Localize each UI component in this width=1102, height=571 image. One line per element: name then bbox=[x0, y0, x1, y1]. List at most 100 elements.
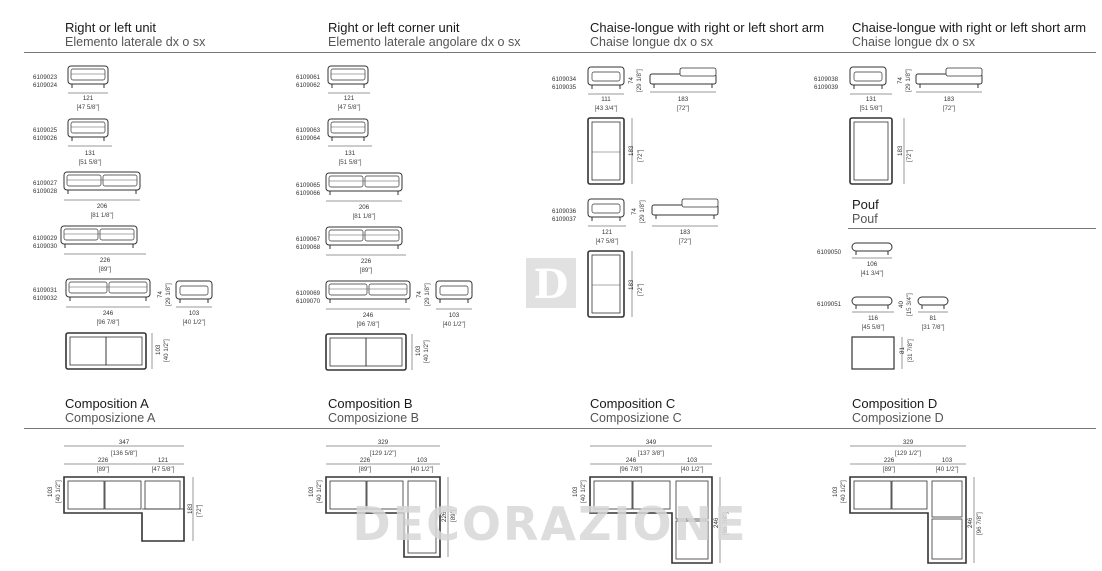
dimension-inch: [72"] bbox=[943, 105, 956, 112]
pouf-side-view bbox=[851, 296, 893, 310]
dimension-label: 103 bbox=[832, 486, 839, 497]
dimension-label: 183 bbox=[678, 96, 689, 103]
dimension-label: 183 bbox=[628, 279, 635, 290]
code: 6109069 bbox=[296, 290, 321, 297]
dimension-label: 246 bbox=[713, 517, 720, 528]
code: 6109068 bbox=[296, 244, 321, 251]
dimension-inch: [137 3/8"] bbox=[638, 450, 665, 457]
section-title: Chaise-longue with right or left short a… bbox=[852, 20, 1087, 35]
dimension-inch: [41 3/4"] bbox=[861, 270, 884, 277]
code: 6109070 bbox=[296, 298, 321, 305]
dimension-label: 183 bbox=[628, 145, 635, 156]
dimension-label: 121 bbox=[602, 229, 613, 236]
section-subtitle: Chaise longue dx o sx bbox=[852, 35, 975, 49]
dimension-label: 74 bbox=[631, 208, 638, 215]
dimension-label: 103 bbox=[308, 486, 315, 497]
section-title: Right or left unit bbox=[65, 20, 157, 35]
dimension-label: 74 bbox=[416, 291, 423, 298]
dimension-inch: [40 1/2"] bbox=[936, 466, 959, 473]
section-title: Pouf bbox=[852, 197, 879, 212]
dimension-label: 121 bbox=[158, 457, 169, 464]
dimension-label: 121 bbox=[344, 95, 355, 102]
dimension-inch: [40 1/2"] bbox=[423, 340, 430, 363]
pouf-side-view bbox=[851, 242, 893, 256]
code: 6109023 bbox=[33, 74, 58, 81]
dimension-inch: [96 7/8"] bbox=[722, 512, 729, 535]
chaise-side-view bbox=[915, 67, 983, 89]
dimension-inch: [15 3/4"] bbox=[906, 293, 913, 316]
code: 6109026 bbox=[33, 135, 58, 142]
code: 6109029 bbox=[33, 235, 58, 242]
dimension-label: 103 bbox=[155, 344, 162, 355]
dimension-inch: [81 1/8"] bbox=[91, 212, 114, 219]
dimension-label: 329 bbox=[903, 439, 914, 446]
dimension-label: 103 bbox=[449, 312, 460, 319]
code: 6109063 bbox=[296, 127, 321, 134]
dimension-label: 103 bbox=[189, 310, 200, 317]
dimension-label: 246 bbox=[626, 457, 637, 464]
dimension-inch: [40 1/2"] bbox=[316, 480, 323, 503]
corner-1-seat bbox=[327, 118, 369, 142]
dimension-label: 103 bbox=[687, 457, 698, 464]
dimension-inch: [31 7/8"] bbox=[922, 324, 945, 331]
dimension-label: 74 bbox=[157, 291, 164, 298]
chaise-front-view bbox=[587, 66, 625, 90]
chaise-side-view bbox=[649, 67, 717, 89]
corner-side-view bbox=[435, 280, 473, 304]
dimension-label: 226 bbox=[100, 257, 111, 264]
section-title: Right or left corner unit bbox=[328, 20, 460, 35]
dimension-label: 226 bbox=[360, 457, 371, 464]
dimension-inch: [43 3/4"] bbox=[595, 105, 618, 112]
dimension-label: 349 bbox=[646, 439, 657, 446]
dimension-inch: [51 5/8"] bbox=[79, 159, 102, 166]
dimension-inch: [45 5/8"] bbox=[862, 324, 885, 331]
pouf-col: 6109050 106 [41 3/4"] 6109051 116 [45 5/… bbox=[817, 242, 949, 370]
composition-a-drawing: 347 [136 5/8"] 226 [89"] 121 [47 5/8"] 1… bbox=[47, 439, 203, 542]
watermark: D DECORAZIONE bbox=[353, 258, 748, 551]
dimension-inch: [72"] bbox=[637, 149, 644, 162]
chaise-side-view bbox=[651, 198, 719, 220]
divider-compositions bbox=[24, 428, 1096, 429]
code: 6109025 bbox=[33, 127, 58, 134]
pouf-plan-view bbox=[851, 336, 895, 370]
section-subtitle: Elemento laterale dx o sx bbox=[65, 35, 206, 49]
dimension-inch: [29 1/8"] bbox=[165, 283, 172, 306]
pouf-small-side-view bbox=[917, 296, 949, 310]
dimension-label: 226 bbox=[884, 457, 895, 464]
dimension-inch: [40 1/2"] bbox=[580, 480, 587, 503]
section-subtitle: Composizione D bbox=[852, 411, 944, 425]
code: 6109027 bbox=[33, 180, 58, 187]
section-subtitle: Composizione A bbox=[65, 411, 156, 425]
code: 6109024 bbox=[33, 82, 58, 89]
dimension-inch: [40 1/2"] bbox=[163, 339, 170, 362]
dimension-inch: [29 1/8"] bbox=[636, 69, 643, 92]
sofa-2-seat bbox=[60, 225, 138, 249]
code: 6109036 bbox=[552, 208, 577, 215]
corner-2-seat-long bbox=[325, 280, 411, 304]
dimension-inch: [136 5/8"] bbox=[111, 450, 138, 457]
dimension-label: 206 bbox=[359, 204, 370, 211]
dimension-label: 183 bbox=[187, 503, 194, 514]
watermark-text: DECORAZIONE bbox=[353, 497, 748, 551]
chaise-plan-view bbox=[587, 117, 625, 185]
section-subtitle: Elemento laterale angolare dx o sx bbox=[328, 35, 521, 49]
dimension-label: 103 bbox=[47, 486, 54, 497]
dimension-label: 121 bbox=[83, 95, 94, 102]
dimension-inch: [47 5/8"] bbox=[77, 104, 100, 111]
dimension-label: 74 bbox=[628, 77, 635, 84]
code: 6109065 bbox=[296, 182, 321, 189]
sofa-side-view bbox=[175, 280, 213, 304]
header-composition-d: Composition D Composizione D bbox=[852, 396, 944, 426]
dimension-label: 116 bbox=[868, 315, 878, 322]
dimension-label: 226 bbox=[441, 511, 448, 522]
code: 6109067 bbox=[296, 236, 321, 243]
dimension-inch: [72"] bbox=[679, 238, 692, 245]
dimension-inch: [51 5/8"] bbox=[860, 105, 883, 112]
dimension-inch: [96 7/8"] bbox=[620, 466, 643, 473]
header-chaise-longue-1: Chaise-longue with right or left short a… bbox=[590, 20, 824, 50]
dimension-inch: [72"] bbox=[906, 149, 913, 162]
watermark-logo-letter: D bbox=[534, 261, 569, 308]
dimension-inch: [40 1/2"] bbox=[183, 319, 206, 326]
section-title: Composition D bbox=[852, 396, 938, 411]
code: 6109034 bbox=[552, 76, 577, 83]
